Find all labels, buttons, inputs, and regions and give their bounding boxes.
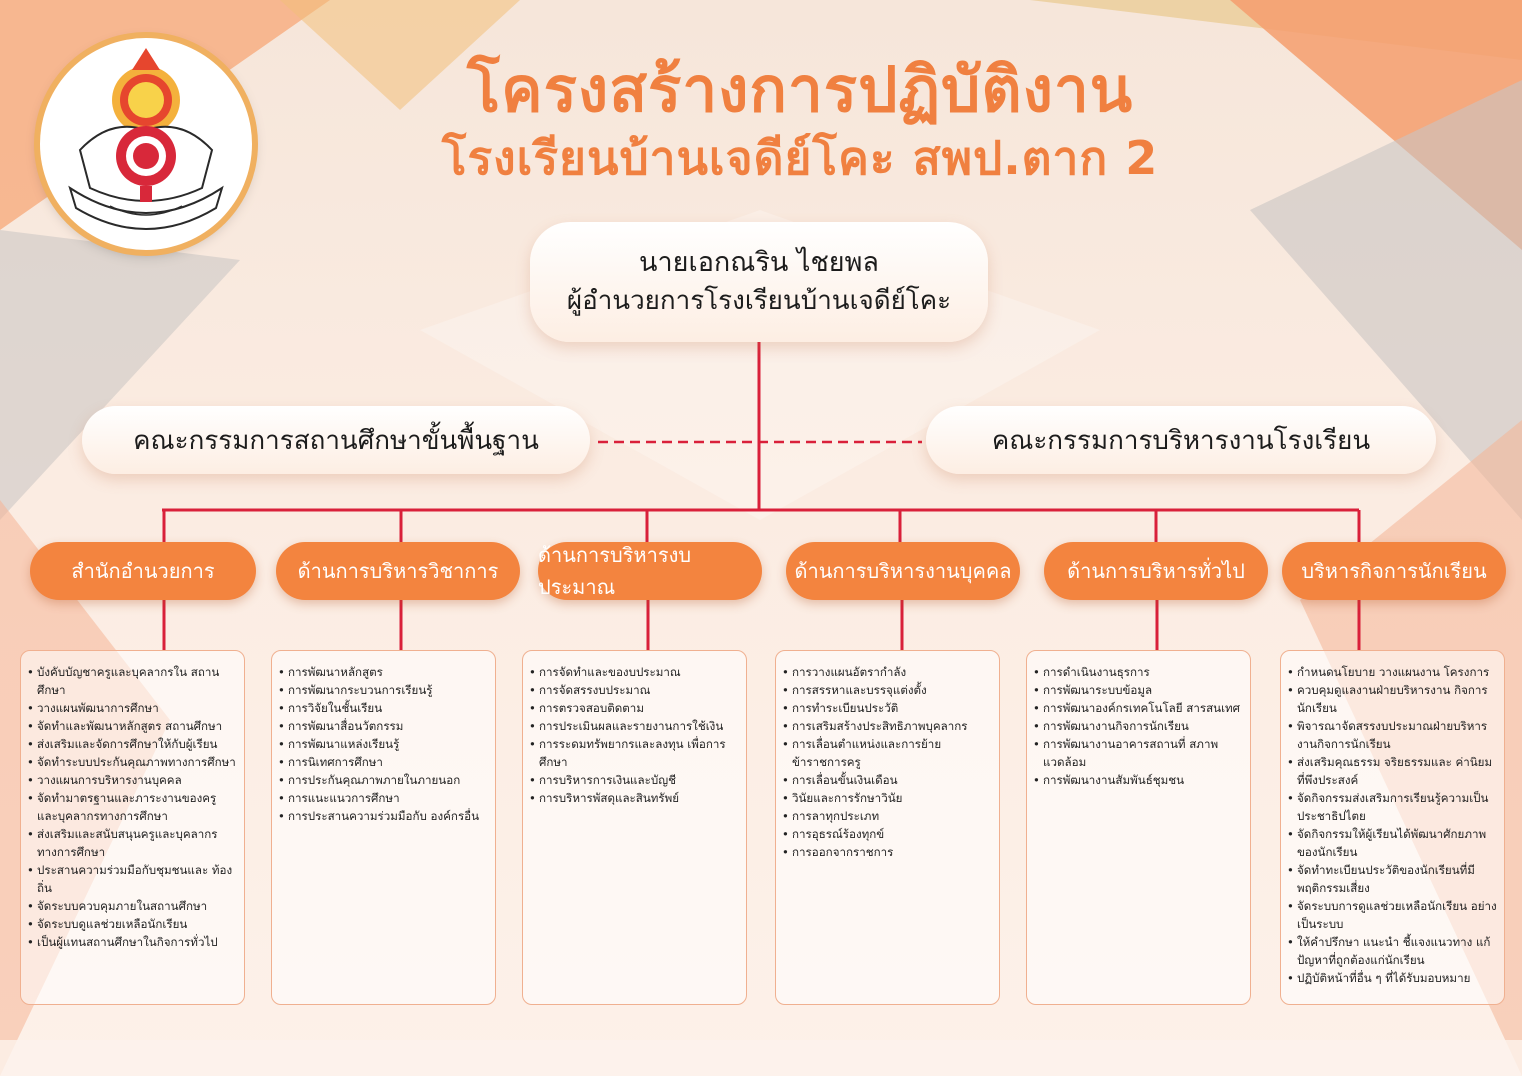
list-item: บังคับบัญชาครูและบุคลากรใน สถานศึกษา xyxy=(27,663,238,699)
director-node: นายเอกณริน ไชยพล ผู้อำนวยการโรงเรียนบ้าน… xyxy=(530,222,988,342)
list-item: การเลื่อนตำแหน่งและการย้าย ข้าราชการครู xyxy=(782,735,993,771)
list-item: จัดกิจกรรมส่งเสริมการเรียนรู้ความเป็น ปร… xyxy=(1287,789,1498,825)
committee-basic-education: คณะกรรมการสถานศึกษาขั้นพื้นฐาน xyxy=(82,406,590,474)
list-item: การประสานความร่วมมือกับ องค์กรอื่น xyxy=(278,807,489,825)
list-item: ส่งเสริมและจัดการศึกษาให้กับผู้เรียน xyxy=(27,735,238,753)
duties-general-admin: การดำเนินงานธุรการ การพัฒนาระบบข้อมูล กา… xyxy=(1026,650,1251,1005)
school-logo xyxy=(40,38,252,250)
list-item: การสรรหาและบรรจุแต่งตั้ง xyxy=(782,681,993,699)
title-line-2: โรงเรียนบ้านเจดีย์โคะ สพป.ตาก 2 xyxy=(441,131,1159,185)
list-item: การพัฒนางานอาคารสถานที่ สภาพแวดล้อม xyxy=(1033,735,1244,771)
duty-list: การวางแผนอัตรากำลัง การสรรหาและบรรจุแต่ง… xyxy=(782,663,993,861)
list-item: วางแผนพัฒนาการศึกษา xyxy=(27,699,238,717)
list-item: ส่งเสริมคุณธรรม จริยธรรมและ ค่านิยม ที่พ… xyxy=(1287,753,1498,789)
director-role: ผู้อำนวยการโรงเรียนบ้านเจดีย์โคะ xyxy=(566,286,952,316)
list-item: จัดระบบดูแลช่วยเหลือนักเรียน xyxy=(27,915,238,933)
list-item: การพัฒนากระบวนการเรียนรู้ xyxy=(278,681,489,699)
list-item: การบริหารพัสดุและสินทรัพย์ xyxy=(529,789,740,807)
duties-director-office: บังคับบัญชาครูและบุคลากรใน สถานศึกษา วาง… xyxy=(20,650,245,1005)
dept-budget-admin: ด้านการบริหารงบประมาณ xyxy=(538,542,762,600)
list-item: จัดทำมาตรฐานและภาระงานของครู และบุคลากรท… xyxy=(27,789,238,825)
director-name: นายเอกณริน ไชยพล xyxy=(639,247,879,278)
list-item: การอุธรณ์ร้องทุกข์ xyxy=(782,825,993,843)
list-item: การพัฒนาองค์กรเทคโนโลยี สารสนเทศ xyxy=(1033,699,1244,717)
duty-list: การจัดทำและของบประมาณ การจัดสรรงบประมาณ … xyxy=(529,663,740,807)
list-item: ประสานความร่วมมือกับชุมชนและ ท้องถิ่น xyxy=(27,861,238,897)
list-item: การพัฒนาสื่อนวัตกรรม xyxy=(278,717,489,735)
duty-list: บังคับบัญชาครูและบุคลากรใน สถานศึกษา วาง… xyxy=(27,663,238,951)
list-item: การพัฒนาหลักสูตร xyxy=(278,663,489,681)
list-item: จัดทำทะเบียนประวัติของนักเรียนที่มี พฤติ… xyxy=(1287,861,1498,897)
list-item: การวิจัยในชั้นเรียน xyxy=(278,699,489,717)
list-item: การลาทุกประเภท xyxy=(782,807,993,825)
duty-list: การพัฒนาหลักสูตร การพัฒนากระบวนการเรียนร… xyxy=(278,663,489,825)
list-item: การพัฒนาแหล่งเรียนรู้ xyxy=(278,735,489,753)
committee-school-administration: คณะกรรมการบริหารงานโรงเรียน xyxy=(926,406,1436,474)
list-item: การนิเทศการศึกษา xyxy=(278,753,489,771)
list-item: ปฏิบัติหน้าที่อื่น ๆ ที่ได้รับมอบหมาย xyxy=(1287,969,1498,987)
list-item: ส่งเสริมและสนับสนุนครูและบุคลากร ทางการศ… xyxy=(27,825,238,861)
list-item: การวางแผนอัตรากำลัง xyxy=(782,663,993,681)
dept-student-affairs: บริหารกิจการนักเรียน xyxy=(1282,542,1506,600)
list-item: การเลื่อนขั้นเงินเดือน xyxy=(782,771,993,789)
list-item: กำหนดนโยบาย วางแผนงาน โครงการ xyxy=(1287,663,1498,681)
list-item: ควบคุมดูแลงานฝ่ายบริหารงาน กิจการนักเรีย… xyxy=(1287,681,1498,717)
duty-list: การดำเนินงานธุรการ การพัฒนาระบบข้อมูล กา… xyxy=(1033,663,1244,789)
list-item: การพัฒนาระบบข้อมูล xyxy=(1033,681,1244,699)
duties-student-affairs: กำหนดนโยบาย วางแผนงาน โครงการ ควบคุมดูแล… xyxy=(1280,650,1505,1005)
list-item: การดำเนินงานธุรการ xyxy=(1033,663,1244,681)
list-item: การแนะแนวการศึกษา xyxy=(278,789,489,807)
list-item: พิจารณาจัดสรรงบประมาณฝ่ายบริหาร งานกิจกา… xyxy=(1287,717,1498,753)
list-item: วินัยและการรักษาวินัย xyxy=(782,789,993,807)
list-item: การออกจากราชการ xyxy=(782,843,993,861)
duties-budget-admin: การจัดทำและของบประมาณ การจัดสรรงบประมาณ … xyxy=(522,650,747,1005)
list-item: การระดมทรัพยากรและลงทุน เพื่อการศึกษา xyxy=(529,735,740,771)
list-item: การพัฒนางานสัมพันธ์ชุมชน xyxy=(1033,771,1244,789)
title-line-1: โครงสร้างการปฏิบัติงาน xyxy=(466,53,1134,126)
list-item: เป็นผู้แทนสถานศึกษาในกิจการทั่วไป xyxy=(27,933,238,951)
list-item: การเสริมสร้างประสิทธิภาพบุคลากร xyxy=(782,717,993,735)
dept-director-office: สำนักอำนวยการ xyxy=(30,542,256,600)
list-item: จัดระบบควบคุมภายในสถานศึกษา xyxy=(27,897,238,915)
school-emblem-icon xyxy=(42,40,250,248)
list-item: การทำระเบียนประวัติ xyxy=(782,699,993,717)
list-item: ให้คำปรึกษา แนะนำ ชี้แจงแนวทาง แก้ปัญหาท… xyxy=(1287,933,1498,969)
duty-list: กำหนดนโยบาย วางแผนงาน โครงการ ควบคุมดูแล… xyxy=(1287,663,1498,987)
list-item: การบริหารการเงินและบัญชี xyxy=(529,771,740,789)
list-item: การจัดสรรงบประมาณ xyxy=(529,681,740,699)
list-item: การจัดทำและของบประมาณ xyxy=(529,663,740,681)
list-item: วางแผนการบริหารงานบุคคล xyxy=(27,771,238,789)
list-item: การประเมินผลและรายงานการใช้เงิน xyxy=(529,717,740,735)
list-item: การพัฒนางานกิจการนักเรียน xyxy=(1033,717,1244,735)
list-item: จัดทำและพัฒนาหลักสูตร สถานศึกษา xyxy=(27,717,238,735)
page-title: โครงสร้างการปฏิบัติงาน โรงเรียนบ้านเจดีย… xyxy=(300,52,1300,188)
list-item: จัดทำระบบประกันคุณภาพทางการศึกษา xyxy=(27,753,238,771)
dept-personnel-admin: ด้านการบริหารงานบุคคล xyxy=(786,542,1020,600)
dept-academic-admin: ด้านการบริหารวิชาการ xyxy=(276,542,520,600)
duties-academic-admin: การพัฒนาหลักสูตร การพัฒนากระบวนการเรียนร… xyxy=(271,650,496,1005)
list-item: การประกันคุณภาพภายในภายนอก xyxy=(278,771,489,789)
duties-personnel-admin: การวางแผนอัตรากำลัง การสรรหาและบรรจุแต่ง… xyxy=(775,650,1000,1005)
dept-general-admin: ด้านการบริหารทั่วไป xyxy=(1044,542,1268,600)
list-item: จัดกิจกรรมให้ผู้เรียนได้พัฒนาศักยภาพ ของ… xyxy=(1287,825,1498,861)
list-item: จัดระบบการดูแลช่วยเหลือนักเรียน อย่างเป็… xyxy=(1287,897,1498,933)
list-item: การตรวจสอบติดตาม xyxy=(529,699,740,717)
